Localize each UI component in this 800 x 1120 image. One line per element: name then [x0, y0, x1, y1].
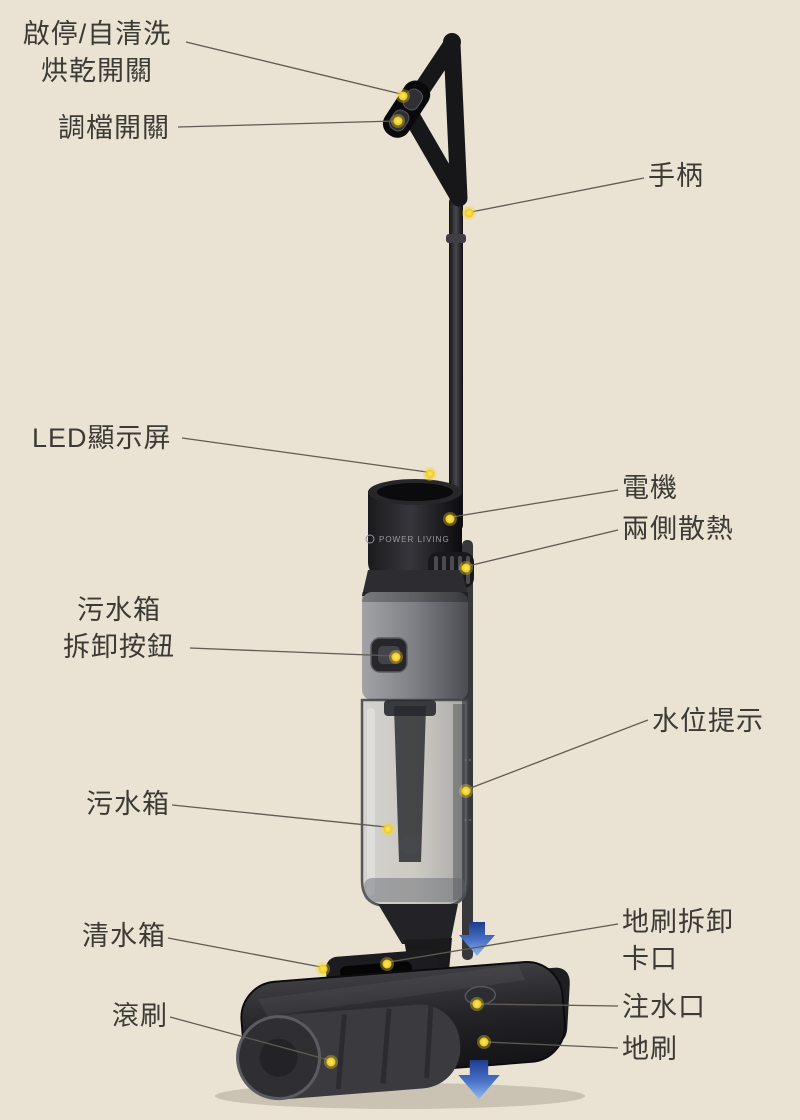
leader-line	[467, 719, 649, 790]
callout-dot	[324, 1055, 338, 1069]
callout-dot	[459, 561, 473, 575]
label-handle: 手柄	[648, 158, 704, 195]
down-arrow-icon	[459, 922, 495, 956]
brand-text: POWER LIVING	[379, 535, 450, 544]
label-text: 手柄	[648, 161, 704, 191]
tank-release-button	[370, 637, 408, 673]
callout-dot	[381, 822, 395, 836]
label-text: 污水箱	[86, 789, 170, 819]
leader-line	[388, 923, 619, 963]
leader-line	[171, 804, 387, 828]
leader-line	[478, 1003, 619, 1007]
label-text: 地刷	[622, 1034, 678, 1064]
leader-line	[169, 1016, 330, 1061]
label-floor-brush: 地刷	[622, 1031, 678, 1068]
leader-line	[167, 937, 322, 968]
callout-dot	[389, 650, 403, 664]
label-water-level: 水位提示	[652, 703, 764, 740]
handle-loop	[399, 33, 468, 207]
label-text: 啟停/自清洗	[22, 19, 172, 49]
label-text: 地刷拆卸	[622, 907, 734, 937]
label-floor-brush-release: 地刷拆卸 卡口	[622, 904, 734, 978]
callout-dot	[316, 962, 330, 976]
label-text: 卡口	[622, 944, 678, 974]
callout-dot	[462, 206, 476, 220]
label-text: 注水口	[622, 992, 706, 1022]
leader-line	[181, 437, 428, 473]
down-arrow-icon	[458, 1060, 500, 1100]
callout-dot	[391, 114, 405, 128]
pole	[446, 196, 466, 531]
label-clean-water-tank: 清水箱	[82, 918, 166, 955]
label-text: 滾刷	[112, 1001, 168, 1031]
motor-body	[362, 570, 468, 700]
label-led-display: LED顯示屏	[32, 420, 172, 457]
label-text: 水位提示	[652, 706, 764, 736]
callout-dots	[316, 89, 491, 1069]
label-text: LED顯示屏	[32, 423, 172, 453]
label-text: 調檔開關	[58, 113, 170, 143]
callout-dot	[423, 467, 437, 481]
label-text: 兩側散熱	[622, 514, 734, 544]
leader-line	[470, 177, 645, 213]
callout-dot	[459, 784, 473, 798]
callout-dot	[396, 89, 410, 103]
leader-line	[177, 120, 397, 128]
label-mode-switch: 調檔開關	[58, 110, 170, 147]
leader-line	[485, 1041, 619, 1049]
label-water-inlet: 注水口	[622, 989, 706, 1026]
callout-dot	[380, 957, 394, 971]
leader-line	[467, 529, 619, 567]
leader-line	[185, 41, 402, 95]
label-text: 污水箱	[77, 595, 161, 625]
label-side-vents: 兩側散熱	[622, 511, 734, 548]
leader-lines	[167, 41, 649, 1061]
sewage-tank	[360, 698, 470, 908]
label-roller-brush: 滾刷	[112, 998, 168, 1035]
leader-line	[451, 489, 619, 518]
callout-dot	[470, 997, 484, 1011]
callout-dot	[443, 512, 457, 526]
label-motor: 電機	[622, 470, 678, 507]
floor-head	[236, 949, 570, 1101]
label-text: 清水箱	[82, 921, 166, 951]
label-text: 拆卸按鈕	[63, 632, 175, 662]
label-sewage-tank-release: 污水箱 拆卸按鈕	[48, 592, 190, 666]
label-sewage-tank: 污水箱	[86, 786, 170, 823]
callout-dot	[477, 1035, 491, 1049]
label-power-selfclean-dry-switch: 啟停/自清洗 烘乾開關	[8, 16, 186, 90]
leader-line	[189, 647, 395, 657]
label-text: 電機	[622, 473, 678, 503]
label-text: 烘乾開關	[41, 56, 153, 86]
